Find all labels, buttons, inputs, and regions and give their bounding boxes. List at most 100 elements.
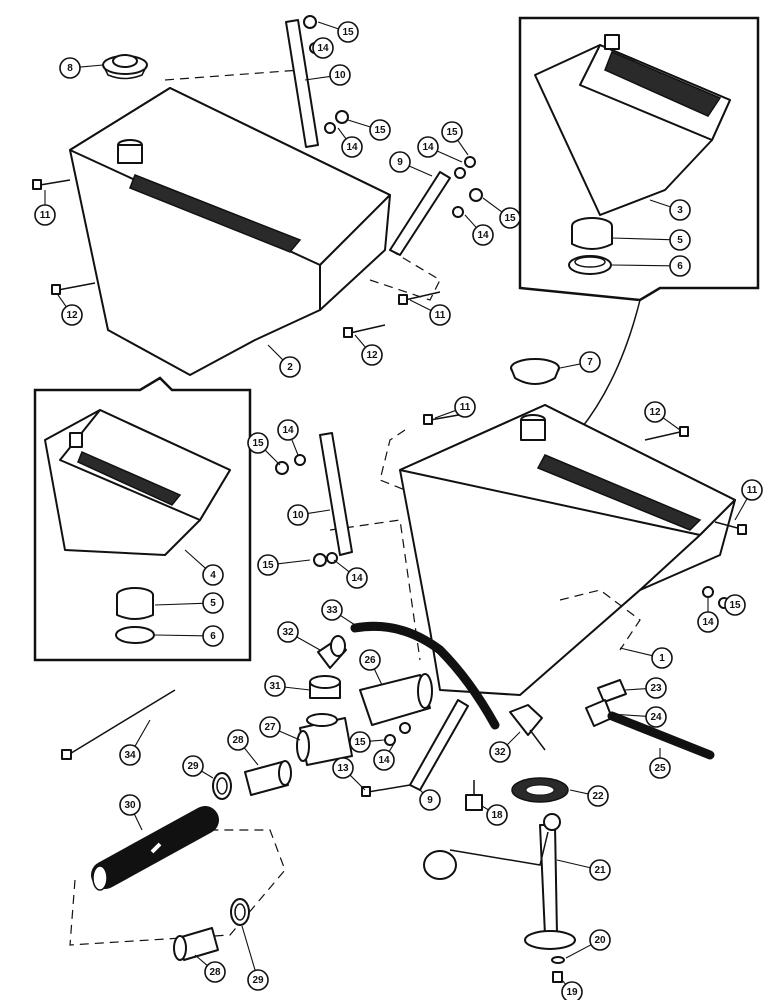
tank-1-filler-neck — [520, 414, 546, 441]
callout-c15g: 15 — [724, 594, 746, 616]
callout-c30: 30 — [119, 794, 143, 831]
callout-circle — [202, 592, 224, 614]
callout-label: 15 — [342, 27, 354, 38]
callout-label: 14 — [351, 573, 363, 584]
callout-label: 15 — [729, 600, 741, 611]
leader-line — [561, 979, 567, 985]
callout-c2: 2 — [267, 344, 301, 378]
callout-label: 15 — [252, 438, 264, 449]
leader-line — [373, 668, 383, 686]
callout-c26: 26 — [359, 649, 383, 686]
tank-3-cap-part-5 — [571, 217, 613, 250]
leader-line — [556, 859, 591, 869]
fuel-gauge-sender-part-21 — [423, 813, 576, 950]
leader-line — [409, 299, 432, 312]
callout-c14c: 14 — [417, 136, 463, 163]
callout-label: 12 — [366, 350, 378, 361]
callout-c32b: 32 — [489, 731, 521, 763]
callout-c5b: 5 — [154, 592, 224, 614]
callout-label: 15 — [446, 127, 458, 138]
callout-circle — [349, 731, 371, 753]
leader-line — [388, 741, 396, 752]
leader-line — [264, 449, 281, 466]
callout-circle — [579, 351, 601, 373]
leader-line — [307, 509, 331, 514]
leader-line — [481, 805, 489, 811]
callout-circle — [204, 961, 226, 983]
leader-line — [436, 150, 463, 163]
tee-fitting-part-27 — [296, 713, 353, 766]
callout-c28b: 28 — [194, 954, 226, 983]
callout-circle — [587, 785, 609, 807]
leader-line — [134, 719, 151, 747]
callout-c14e: 14 — [277, 419, 299, 456]
leader-line — [194, 954, 208, 966]
callout-c1: 1 — [619, 647, 673, 669]
leader-line — [482, 197, 503, 213]
callout-c15e: 15 — [247, 432, 281, 466]
leader-line — [354, 334, 366, 348]
callout-c6a: 6 — [611, 255, 691, 277]
inset-frame-tank-4 — [33, 376, 252, 662]
rod-part-34 — [61, 689, 176, 760]
callout-c5a: 5 — [611, 229, 691, 251]
callout-c11d: 11 — [734, 479, 763, 521]
callout-c9a: 9 — [389, 151, 433, 177]
leader-line — [611, 264, 671, 267]
leader-line — [133, 813, 143, 831]
leader-line — [154, 602, 204, 606]
tank-3-ring-part-6 — [568, 255, 612, 275]
callout-label: 6 — [677, 261, 683, 272]
callout-label: 28 — [209, 967, 221, 978]
callout-circle — [202, 564, 224, 586]
callout-c14a: 14 — [312, 37, 334, 59]
tank-1-assembly — [329, 404, 736, 696]
callout-c21: 21 — [556, 859, 611, 881]
filler-cap-part-7 — [510, 358, 560, 385]
callout-circle — [644, 401, 666, 423]
callout-c14g: 14 — [697, 598, 719, 633]
callout-label: 13 — [337, 763, 349, 774]
callout-label: 11 — [460, 402, 471, 413]
leader-line — [333, 559, 350, 573]
callout-label: 31 — [269, 681, 281, 692]
callout-circle — [645, 677, 667, 699]
callout-c23: 23 — [624, 677, 667, 699]
callout-label: 11 — [747, 485, 758, 496]
callout-c7: 7 — [559, 351, 601, 373]
leader-line — [611, 237, 671, 241]
callout-c9b: 9 — [419, 789, 441, 811]
callout-label: 5 — [210, 598, 216, 609]
callout-label: 20 — [594, 935, 606, 946]
gasket-part-22 — [511, 777, 569, 803]
callout-label: 29 — [252, 975, 264, 986]
fitting-part-23 — [597, 679, 627, 703]
callout-label: 9 — [397, 157, 403, 168]
callout-circle — [277, 621, 299, 643]
bolt-part-12-mid — [343, 324, 386, 338]
callout-label: 32 — [494, 747, 506, 758]
leader-line — [619, 647, 653, 657]
hose-part-30 — [91, 806, 219, 891]
leader-line — [340, 615, 356, 626]
sender-part-18 — [465, 780, 483, 811]
callout-c32a: 32 — [277, 621, 321, 651]
leader-line — [457, 139, 469, 156]
callout-c15f: 15 — [257, 554, 311, 576]
leader-line — [611, 713, 647, 717]
callout-circle — [321, 599, 343, 621]
callout-c15c: 15 — [441, 121, 469, 156]
callout-circle — [741, 479, 763, 501]
callout-circle — [697, 611, 719, 633]
filler-cap-part-8 — [102, 54, 148, 80]
callout-circle — [499, 207, 521, 229]
screw-part-19 — [552, 971, 563, 983]
leader-line — [565, 944, 592, 959]
callout-circle — [389, 151, 411, 173]
clamp-part-29-lower — [230, 898, 250, 926]
adapter-part-28-upper — [244, 760, 292, 796]
callout-label: 28 — [232, 735, 244, 746]
leader-line — [304, 75, 331, 81]
callout-c22: 22 — [569, 785, 609, 807]
callout-circle — [561, 981, 583, 1000]
